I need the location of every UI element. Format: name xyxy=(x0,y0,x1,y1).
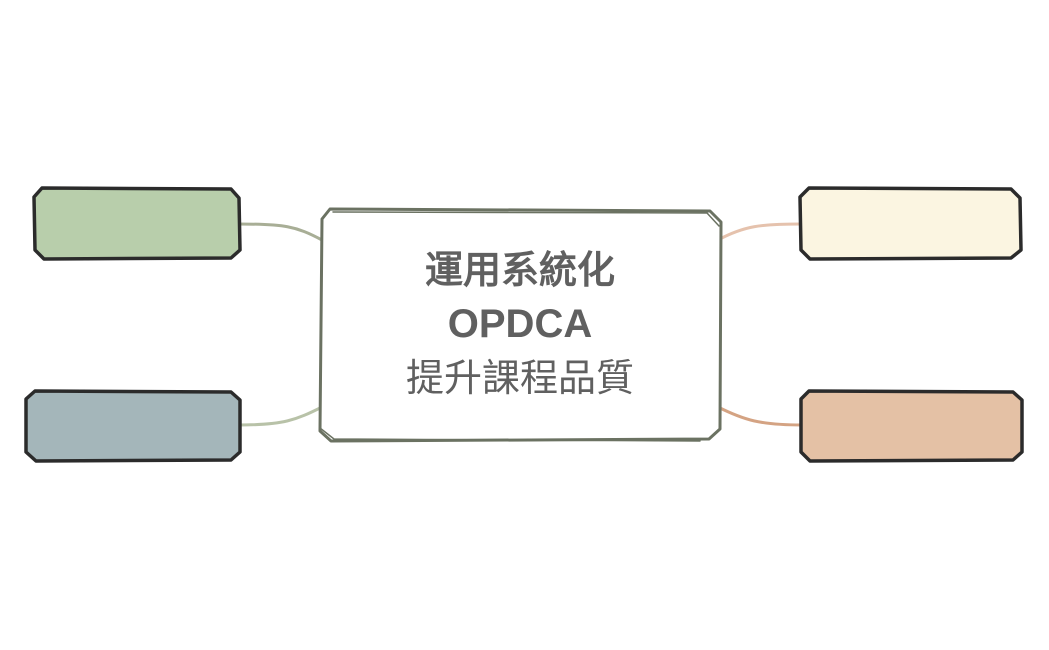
branch-top-right[interactable] xyxy=(798,186,1023,261)
connector-top-right xyxy=(716,222,804,242)
branch-node-bottom-right[interactable] xyxy=(799,389,1024,463)
central-topic-box-sketch xyxy=(319,211,720,442)
branch-bottom-right[interactable] xyxy=(799,389,1024,463)
branch-node-bottom-left[interactable] xyxy=(24,389,242,463)
central-topic[interactable] xyxy=(318,207,723,443)
connector-top-left xyxy=(236,222,324,242)
branch-node-top-left[interactable] xyxy=(32,186,242,261)
branch-top-left[interactable] xyxy=(32,186,242,261)
branch-node-top-right[interactable] xyxy=(798,186,1023,261)
central-topic-box[interactable] xyxy=(318,207,723,443)
connector-bottom-left xyxy=(236,405,324,427)
connector-bottom-right xyxy=(716,405,804,427)
branch-bottom-left[interactable] xyxy=(24,389,242,463)
